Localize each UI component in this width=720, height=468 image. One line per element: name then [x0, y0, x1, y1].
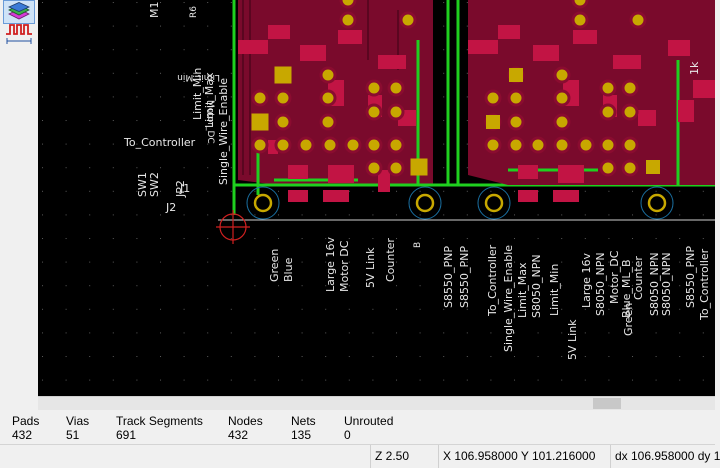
layers-icon [8, 2, 30, 20]
length-tuning-icon [6, 24, 32, 44]
label-large-16v: Large 16v [324, 237, 337, 292]
stat-tracks-label: Track Segments [116, 414, 203, 428]
label-sw1: SW1 [136, 172, 149, 197]
stat-nodes-label: Nodes [228, 414, 263, 428]
label-s8550-pnp-1: S8550_PNP [442, 246, 455, 308]
cursor-coordinates: X 106.958000 Y 101.216000 [438, 445, 610, 468]
horizontal-scrollbar[interactable] [38, 396, 715, 410]
stat-tracks: Track Segments 691 [116, 414, 203, 442]
label-to-controller-2: To_Controller [486, 244, 499, 317]
label-limit-min-b: Limit_Min [177, 72, 220, 82]
stat-nets-label: Nets [291, 414, 316, 428]
stat-nodes-value: 432 [228, 428, 249, 442]
label-green-2: Green [622, 303, 635, 336]
stat-unrouted-label: Unrouted [344, 414, 394, 428]
stat-vias-value: 51 [66, 428, 80, 442]
label-s8550-pnp-3: S8550_PNP [684, 246, 697, 308]
stat-pads: Pads 432 [12, 414, 39, 442]
scrollbar-thumb[interactable] [593, 398, 621, 409]
label-counter-2: Counter [632, 256, 645, 300]
stat-tracks-value: 691 [116, 428, 137, 442]
label-s8050-npn-2: S8050_NPN [594, 252, 607, 316]
pcb-canvas[interactable]: To_Controller JP2 SW2 SW1 J1 J2 M1 R6 Si… [38, 0, 715, 396]
label-to-controller-3: To_Controller [698, 248, 711, 321]
label-j1: J1 [179, 182, 190, 195]
board-stats-panel: Pads 432 Vias 51 Track Segments 691 Node… [0, 410, 715, 444]
label-blue: Blue [282, 257, 295, 282]
label-j2: J2 [165, 201, 176, 214]
stat-nets: Nets 135 [291, 414, 316, 442]
label-limit-max-2: Limit_Max [516, 262, 529, 318]
label-large-16v-2: Large 16v [580, 253, 593, 308]
stat-pads-value: 432 [12, 428, 33, 442]
square-pads-left [251, 66, 428, 176]
label-sw2: SW2 [148, 172, 161, 197]
stat-pads-label: Pads [12, 414, 40, 428]
silkscreen-labels: To_Controller JP2 SW2 SW1 J1 J2 M1 R6 Si… [123, 2, 711, 361]
label-s8050-npn-3: S8050_NPN [648, 252, 661, 316]
label-motor-dc-top: Motor_DC [205, 100, 215, 144]
label-limit-max: Limit_Max [203, 72, 216, 128]
origin-marker [216, 210, 250, 244]
label-limit-min-2: Limit_Min [548, 264, 561, 316]
length-tuning-button[interactable] [3, 22, 35, 46]
label-to-controller: To_Controller [123, 136, 196, 149]
label-single-wire-enable-2: Single_Wire_Enable [502, 245, 515, 352]
stat-unrouted-value: 0 [344, 428, 351, 442]
label-b: B [413, 242, 423, 248]
label-jp2: JP2 [174, 180, 187, 198]
label-motor-dc-2: Motor_DC [608, 250, 621, 304]
layers-button[interactable] [3, 0, 35, 24]
label-5v-link-2: 5V Link [566, 319, 579, 360]
through-hole-pads-left [251, 0, 417, 177]
stat-nets-value: 135 [291, 428, 312, 442]
mounting-holes [246, 186, 674, 220]
stat-vias: Vias 51 [66, 414, 89, 442]
delta-coordinates: dx 106.958000 dy 1 [610, 445, 720, 468]
label-s8050-npn-1: S8050_NPN [530, 254, 543, 318]
label-blue-ml-b: Blue_ML_B [620, 259, 633, 318]
zoom-readout: Z 2.50 [370, 445, 438, 468]
label-counter: Counter [384, 238, 397, 282]
label-m1: M1 [148, 2, 161, 19]
pcb-drawing: To_Controller JP2 SW2 SW1 J1 J2 M1 R6 Si… [38, 0, 715, 396]
label-limit-min: Limit_Min [191, 68, 204, 120]
label-motor-dc: Motor DC [338, 240, 351, 292]
stat-unrouted: Unrouted 0 [344, 414, 393, 442]
pads-left [238, 25, 416, 202]
label-1k: 1k [688, 61, 701, 75]
status-bar: Z 2.50 X 106.958000 Y 101.216000 dx 106.… [0, 444, 720, 468]
label-s8050-npn-4: S8050_NPN [660, 252, 673, 316]
label-5v-link: 5V Link [364, 247, 377, 288]
left-toolbar [0, 0, 39, 410]
square-pads-right [486, 68, 660, 174]
label-single-wire-enable: Single_Wire_Enable [217, 78, 230, 185]
stat-vias-label: Vias [66, 414, 90, 428]
label-green: Green [268, 249, 281, 282]
stat-nodes: Nodes 432 [228, 414, 263, 442]
label-r6: R6 [189, 6, 199, 18]
label-s8550-pnp-2: S8550_PNP [458, 246, 471, 308]
